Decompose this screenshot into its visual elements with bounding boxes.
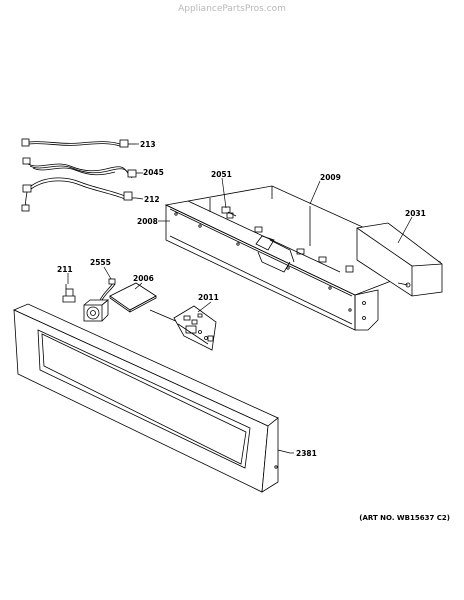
wire-harness-2045 [22,157,140,179]
label-2009: 2009 [320,173,341,182]
label-211: 211 [57,265,73,274]
label-2555: 2555 [90,258,111,267]
art-number: (ART NO. WB15637 C2) [359,514,450,522]
part-211 [62,284,76,303]
label-2006: 2006 [133,274,154,283]
wire-harness-212 [21,177,136,212]
label-2381: 2381 [296,449,317,458]
part-2555-fan [83,278,116,322]
label-2008: 2008 [137,217,158,226]
label-2051: 2051 [211,170,232,179]
label-2031: 2031 [405,209,426,218]
front-panel-2381 [13,303,291,493]
label-212: 212 [144,195,160,204]
leader-lines [67,143,413,454]
label-2011: 2011 [198,293,219,302]
wire-harness-213 [21,138,136,148]
part-2006-board [109,282,179,323]
watermark: AppliancePartsPros.com [178,4,286,14]
label-213: 213 [140,140,156,149]
panel-2031 [354,222,443,331]
label-2045: 2045 [143,168,164,177]
part-2011-control-board [173,305,217,351]
